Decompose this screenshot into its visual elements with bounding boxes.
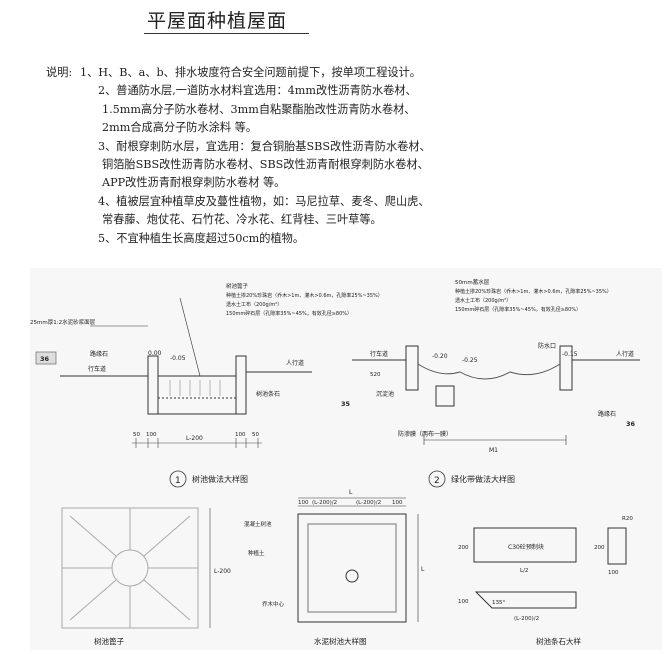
detail1-marker-a: 36 [40, 355, 50, 363]
stone-dim: 100 [608, 570, 619, 576]
detail2-level: -0.25 [462, 357, 478, 364]
note-text: 4、植被层宜种植草皮及蔓性植物，如：马尼拉草、麦冬、爬山虎、 [98, 194, 430, 208]
detail1-callout-3: 透水土工布（200g/m²） [226, 301, 282, 308]
pit-dim-top: L [349, 489, 353, 496]
pit-dim: (L-200)/2 [356, 500, 381, 506]
pit-dim-side: L [421, 566, 425, 573]
detail1-marker-b: 35 [341, 400, 351, 408]
detail2-level: -0.15 [562, 351, 578, 358]
detail2-caption: 绿化带做法大样图 [451, 474, 515, 484]
stone-dim: L/2 [520, 568, 528, 574]
grate-caption: 树池篦子 [94, 636, 124, 646]
detail2-caption-no: 2 [434, 476, 440, 486]
pit-label: 混凝土树池 [244, 520, 272, 528]
note-text: 常春藤、炮仗花、石竹花、冷水花、红背桂、三叶草等。 [102, 213, 382, 227]
detail1-level-a: 0.00 [148, 350, 162, 357]
detail2-settling-label: 沉淀池 [376, 390, 394, 398]
note-text: 1、H、B、a、b、排水坡度符合安全问题前提下，按单项工程设计。 [80, 66, 421, 79]
detail2-section [352, 345, 640, 445]
note-line: 说明: 1、H、B、a、b、排水坡度符合安全问题前提下，按单项工程设计。 [46, 64, 646, 82]
grate-plan [61, 507, 199, 629]
detail1-section [60, 297, 312, 415]
detail2-curb-label: 路缘石 [598, 410, 616, 418]
detail1-dim: 100 [146, 432, 157, 438]
detail2-callout-2: 种植土掺20%珍珠岩（乔木>1m、灌木>0.6m，孔隙率25%~35%） [455, 288, 612, 295]
detail2-callout-3: 透水土工布（200g/m²） [455, 297, 511, 304]
stone-dim: R20 [622, 516, 633, 522]
detail1-callout-2: 种植土掺20%珍珠岩（乔木>1m、灌木>0.6m，孔隙率25%~35%） [226, 292, 383, 299]
notes-block: 说明: 1、H、B、a、b、排水坡度符合安全问题前提下，按单项工程设计。 2、普通… [46, 64, 646, 248]
detail1-caption-no: 1 [175, 476, 181, 486]
pit-caption: 水泥树池大样图 [314, 636, 367, 646]
detail1-caption-circle [169, 470, 187, 488]
detail2-marker: 36 [626, 420, 636, 428]
detail1-curb-label: 路缘石 [90, 350, 108, 358]
notes-label: 说明: [46, 66, 73, 79]
grate-dim: L-200 [214, 568, 231, 575]
pit-dim: 100 [392, 500, 403, 506]
detail2-roadway-label: 行车道 [370, 350, 388, 358]
stone-dim: 100 [458, 599, 469, 605]
stone-dim: 200 [594, 545, 605, 551]
detail1-dim-line [132, 438, 262, 448]
title-underline [144, 33, 309, 34]
detail1-dim: 50 [133, 432, 140, 438]
stone-detail [473, 527, 627, 609]
pit-label: 种植土 [248, 549, 265, 557]
detail1-dim: L-200 [186, 435, 203, 442]
detail2-seepage-label: 防渗膜（两布一膜） [398, 430, 452, 438]
detail1-level-b: -0.05 [170, 355, 186, 362]
detail2-callout-1: 50mm蓄水层 [455, 278, 490, 286]
detail1-roadway-label: 行车道 [88, 365, 106, 373]
detail1-callout-4: 150mm碎石层（孔隙率35%~45%，有效孔径≥80%） [226, 310, 352, 317]
note-text: 铜箔胎SBS改性沥青防水卷材、SBS改性沥青耐根穿刺防水卷材、 [102, 158, 429, 172]
detail1-caption: 树池做法大样图 [192, 474, 248, 484]
drawing-sheet: 25mm厚1:2水泥砂浆面层 树池篦子 种植土掺20%珍珠岩（乔木>1m、灌木>… [30, 268, 662, 650]
detail2-sidewalk-label: 人行道 [616, 350, 634, 358]
detail2-callout-4: 150mm碎石层（孔隙率35%~45%，有效孔径≥80%） [455, 306, 581, 313]
pit-plan [297, 497, 419, 623]
detail1-callout-1: 树池篦子 [226, 282, 249, 290]
detail1-hatching [169, 380, 221, 396]
note-text: 1.5mm高分子防水卷材、3mm自粘聚酯胎改性沥青防水卷材、 [102, 102, 416, 116]
detail2-dim: M1 [489, 447, 498, 454]
pit-label: 乔木中心 [262, 600, 285, 608]
detail2-overflow-label: 防水口 [538, 342, 556, 350]
detail2-caption-circle [428, 470, 446, 488]
note-text: APP改性沥青耐根穿刺防水卷材 等。 [102, 176, 286, 190]
detail1-sidewalk-label: 人行道 [286, 359, 304, 367]
detail1-mortar-label: 25mm厚1:2水泥砂浆面层 [30, 318, 96, 326]
stone-caption: 树池条石大样 [536, 636, 581, 646]
drawing-svg: 25mm厚1:2水泥砂浆面层 树池篦子 种植土掺20%珍珠岩（乔木>1m、灌木>… [30, 278, 640, 646]
pit-dim: 100 [298, 500, 309, 506]
detail1-dim: 50 [252, 432, 259, 438]
detail1-treecurb-label: 树池条石 [256, 390, 280, 398]
detail2-level: -0.20 [432, 353, 448, 360]
detail2-height: 520 [370, 372, 381, 378]
stone-dim: (L-200)/2 [514, 616, 539, 622]
stone-dim: 200 [458, 545, 469, 551]
note-text: 2、普通防水层,一道防水材料宜选用：4mm改性沥青防水卷材、 [98, 84, 417, 98]
stone-dim: 135° [492, 600, 505, 606]
note-text: 5、不宜种植生长高度超过50cm的植物。 [98, 231, 305, 245]
detail1-dim: 100 [235, 432, 246, 438]
page-title: 平屋面种植屋面 [147, 10, 288, 32]
detail1-marker-a-box [35, 351, 57, 365]
pit-dim: (L-200)/2 [312, 500, 337, 506]
stone-block-label: C30砼预制块 [508, 543, 544, 551]
note-text: 3、耐根穿刺防水层，宜选用：复合铜胎基SBS改性沥青防水卷材、 [98, 139, 431, 153]
note-text: 2mm合成高分子防水涂料 等。 [102, 121, 257, 135]
